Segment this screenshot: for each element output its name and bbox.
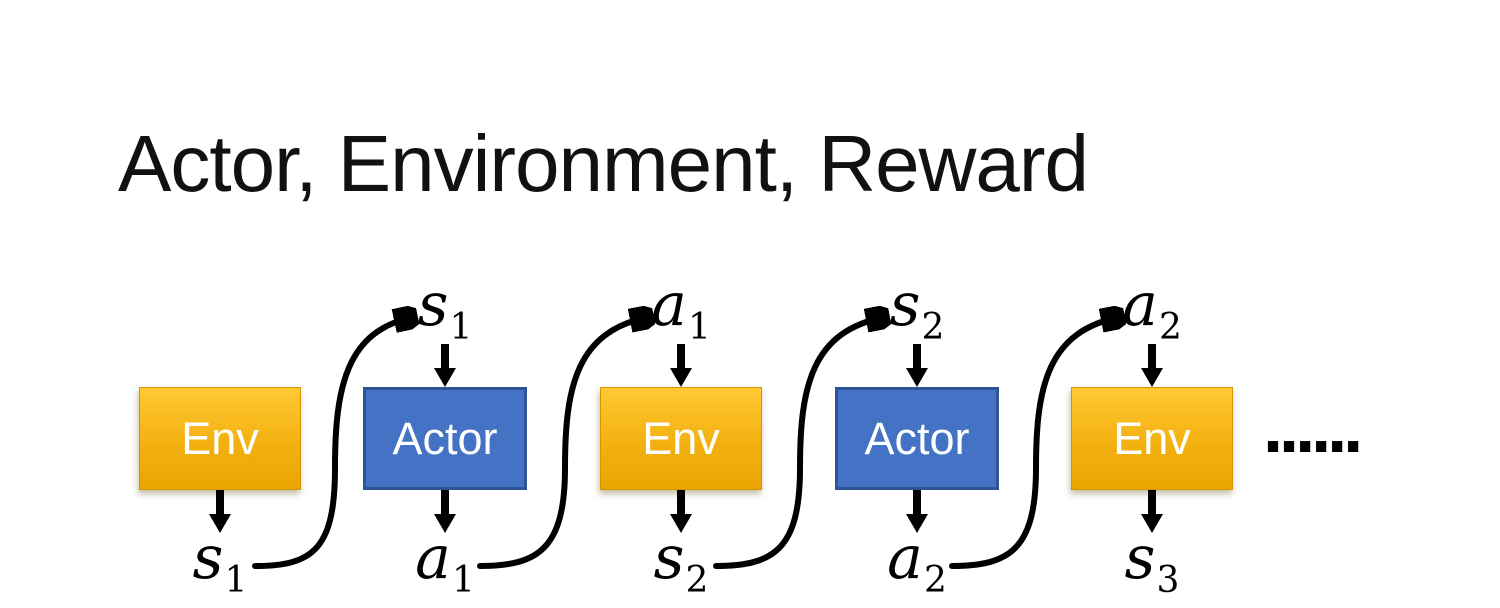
label-letter: s (889, 270, 921, 340)
down-arrow-icon (1141, 490, 1163, 533)
bottom-label: a1 (345, 528, 545, 599)
unit-env-3: a2 Env s3 (1052, 275, 1252, 608)
box-label: Actor (864, 412, 970, 464)
actor-box: Actor (363, 387, 527, 490)
label-letter: s (653, 523, 685, 593)
down-arrow-icon (1141, 344, 1163, 387)
label-subscript: 2 (921, 307, 945, 348)
label-subscript: 1 (451, 560, 475, 601)
label-subscript: 3 (1156, 560, 1180, 601)
unit-actor-1: s1 Actor a1 (345, 275, 545, 608)
top-label: s1 (345, 275, 545, 346)
top-label: a1 (581, 275, 781, 346)
bottom-label: s3 (1052, 528, 1252, 599)
label-letter: a (1122, 270, 1158, 340)
label-subscript: 1 (449, 307, 473, 348)
box-label: Actor (392, 412, 498, 464)
down-arrow-icon (670, 490, 692, 533)
label-letter: s (192, 523, 224, 593)
bottom-label: s1 (120, 528, 320, 599)
label-subscript: 2 (1158, 307, 1182, 348)
env-box: Env (1071, 387, 1233, 490)
env-box: Env (600, 387, 762, 490)
label-letter: a (887, 523, 923, 593)
env-box: Env (139, 387, 301, 490)
label-subscript: 1 (224, 560, 248, 601)
top-label: a2 (1052, 275, 1252, 346)
label-subscript: 2 (923, 560, 947, 601)
label-subscript: 1 (687, 307, 711, 348)
down-arrow-icon (209, 490, 231, 533)
down-arrow-icon (906, 490, 928, 533)
down-arrow-icon (906, 344, 928, 387)
down-arrow-icon (670, 344, 692, 387)
box-label: Env (181, 412, 259, 464)
slide-title: Actor, Environment, Reward (118, 119, 1089, 208)
label-letter: s (1124, 523, 1156, 593)
continuation-dots: ...... (1262, 398, 1364, 466)
unit-actor-2: s2 Actor a2 (817, 275, 1017, 608)
bottom-label: s2 (581, 528, 781, 599)
box-label: Env (642, 412, 720, 464)
box-label: Env (1113, 412, 1191, 464)
label-subscript: 2 (685, 560, 709, 601)
top-label: s2 (817, 275, 1017, 346)
unit-env-1: Env s1 (120, 283, 320, 608)
unit-env-2: a1 Env s2 (581, 275, 781, 608)
label-letter: a (415, 523, 451, 593)
down-arrow-icon (434, 344, 456, 387)
bottom-label: a2 (817, 528, 1017, 599)
label-letter: a (651, 270, 687, 340)
label-letter: s (417, 270, 449, 340)
down-arrow-icon (434, 490, 456, 533)
actor-box: Actor (835, 387, 999, 490)
